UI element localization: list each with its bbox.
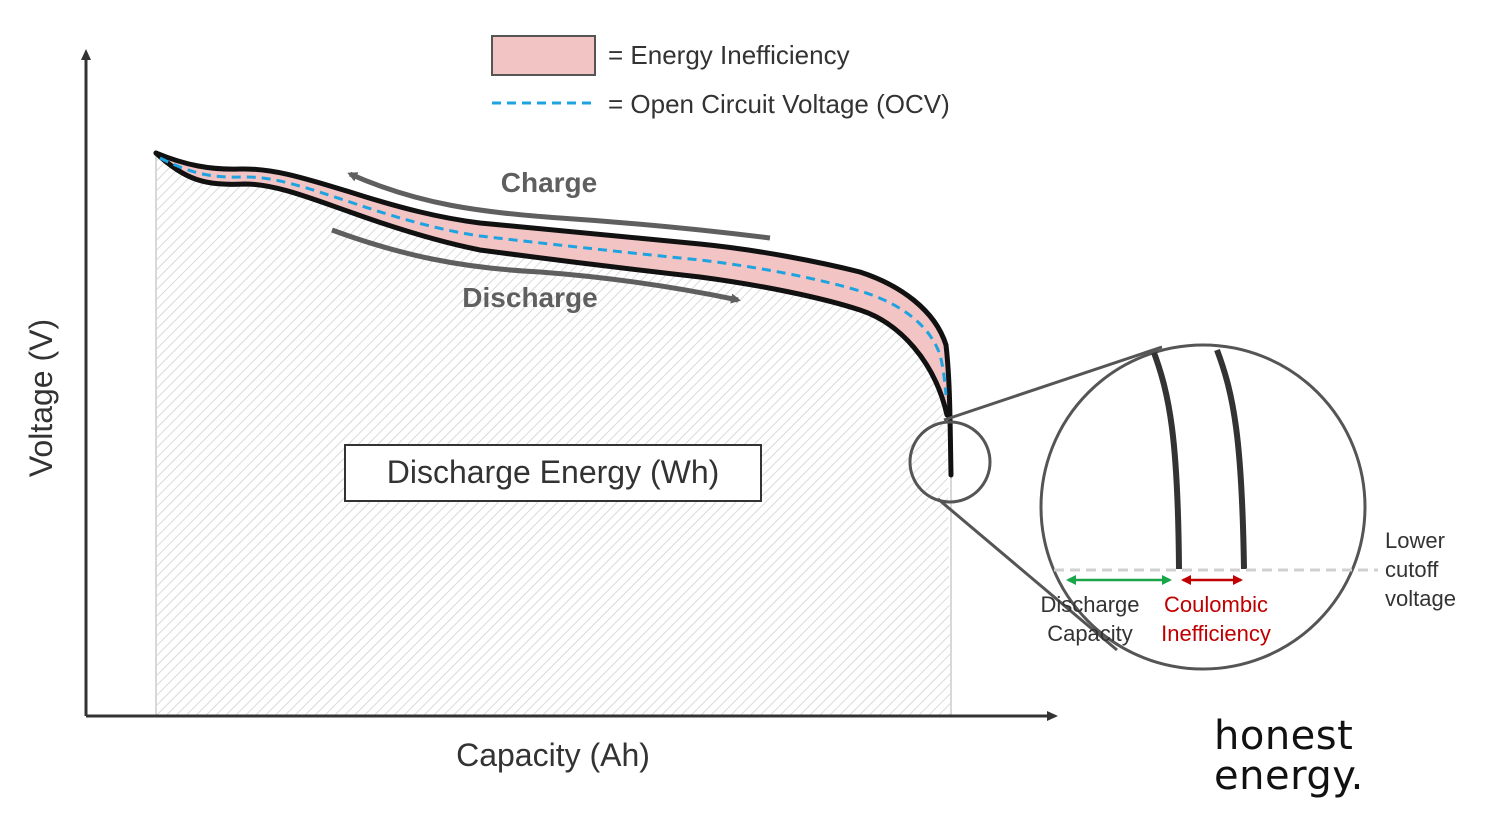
coulombic-inefficiency-label-2: Inefficiency bbox=[1161, 621, 1271, 646]
inset-discharge-curve bbox=[1150, 348, 1182, 570]
discharge-label: Discharge bbox=[462, 282, 597, 313]
charge-curve bbox=[153, 150, 954, 478]
discharge-energy-box bbox=[344, 444, 762, 502]
discharge-capacity-label-2: Capacity bbox=[1047, 621, 1133, 646]
charge-label: Charge bbox=[501, 167, 597, 198]
x-axis-label: Capacity (Ah) bbox=[456, 737, 650, 773]
coulombic-inefficiency-label-1: Coulombic bbox=[1164, 592, 1268, 617]
zoom-source-circle bbox=[908, 420, 992, 504]
lower-cutoff-label-1: Lower bbox=[1385, 528, 1445, 553]
zoom-connector-top bbox=[943, 345, 1163, 422]
lower-cutoff-label-2: cutoff bbox=[1385, 557, 1439, 582]
honest-energy-logo: honest energy. bbox=[1214, 716, 1414, 796]
logo-line-1: honest bbox=[1214, 713, 1354, 759]
legend-inefficiency-swatch bbox=[491, 35, 596, 76]
discharge-capacity-label-1: Discharge bbox=[1040, 592, 1139, 617]
logo-line-2: energy. bbox=[1214, 753, 1364, 799]
ocv-curve bbox=[159, 156, 948, 396]
zoom-inset-circle bbox=[1039, 343, 1367, 671]
discharge-energy-area bbox=[156, 153, 951, 716]
discharge-curve bbox=[153, 150, 950, 418]
discharge-energy-label: Discharge Energy (Wh) bbox=[387, 454, 720, 490]
inset-charge-curve bbox=[1214, 348, 1247, 570]
y-axis-label: Voltage (V) bbox=[23, 319, 59, 477]
charge-arrow bbox=[347, 171, 771, 241]
discharge-arrow bbox=[331, 227, 741, 304]
lower-cutoff-label-3: voltage bbox=[1385, 586, 1456, 611]
zoom-connector-bottom bbox=[937, 497, 1118, 652]
legend-ocv-label: = Open Circuit Voltage (OCV) bbox=[608, 89, 950, 119]
legend-inefficiency-label: = Energy Inefficiency bbox=[608, 40, 850, 70]
